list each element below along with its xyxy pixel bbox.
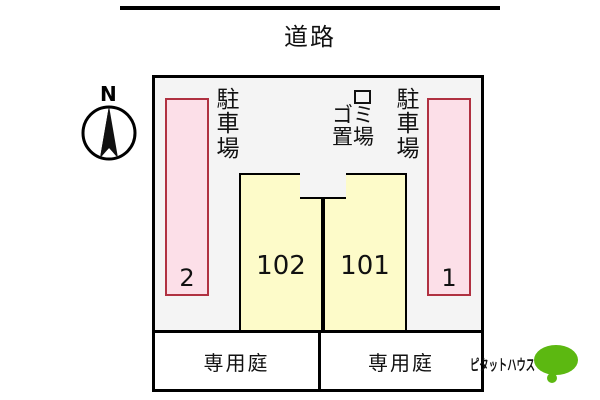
brand-logo[interactable]: ピタットハウス [470,340,588,388]
garbage-area: ゴミ 置場 [315,90,391,149]
site-boundary: 2 駐 車 場 1 駐 車 場 ゴミ 置場 102 101 [152,75,484,333]
compass-needle-icon [81,105,137,161]
building-notch-right [323,173,346,199]
compass: N [78,82,140,170]
parking-stall-2-number: 2 [179,264,195,292]
unit-101[interactable]: 101 [323,173,407,333]
building-notch-left [300,173,323,199]
parking-label-left-char-3: 場 [216,135,240,162]
private-garden-left: 専用庭 [155,333,318,389]
parking-label-right-char-3: 場 [396,135,420,162]
parking-stall-1[interactable]: 1 [427,98,471,296]
parking-label-left-char-1: 駐 [216,87,240,113]
garbage-area-label: ゴミ 置場 [315,103,391,149]
speech-bubble-icon [534,345,578,383]
garbage-area-label-line-2: 置場 [332,124,374,149]
garbage-area-label-line-1: ゴミ [332,103,374,127]
unit-101-number: 101 [340,251,390,281]
gomi-box-icon [353,90,371,104]
parking-label-right-char-2: 車 [396,111,420,138]
parking-label-left: 駐 車 場 [211,87,245,162]
compass-north-label: N [100,82,117,106]
private-garden-right: 専用庭 [318,333,481,389]
road-label: 道路 [284,23,336,51]
parking-stall-2[interactable]: 2 [165,98,209,296]
road-line [120,6,500,10]
parking-label-right: 駐 車 場 [391,87,425,162]
parking-label-left-char-2: 車 [216,111,240,138]
private-gardens: 専用庭 専用庭 [152,330,484,392]
parking-label-right-char-1: 駐 [396,87,420,113]
brand-logo-text: ピタットハウス [470,355,536,374]
parking-stall-1-number: 1 [441,264,457,292]
unit-102-number: 102 [256,251,306,281]
unit-102[interactable]: 102 [239,173,323,333]
